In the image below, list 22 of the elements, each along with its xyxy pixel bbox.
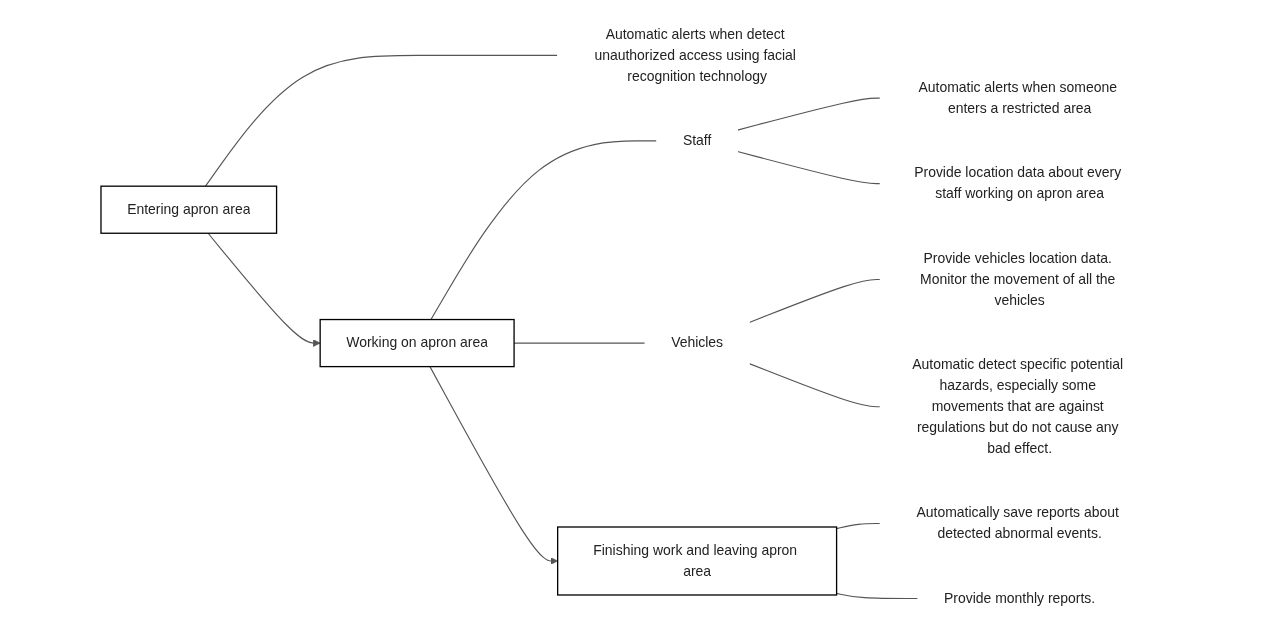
node-text: Provide monthly reports. (944, 590, 1096, 606)
node-text: Staff (683, 133, 712, 148)
node-text: Automatic detect specific potential hazards, especially some movements that are against regulations but do not cause any bad effect. (912, 357, 1124, 456)
node-text: Provide location data about every staff working on apron area (914, 165, 1122, 201)
connector (430, 140, 658, 321)
node-text: Provide vehicles location data. Monitor the movement of all the vehicles (920, 250, 1116, 308)
connector (749, 278, 882, 324)
connector (836, 522, 882, 530)
node-box: Working on apron area (319, 318, 516, 368)
connector (737, 97, 882, 131)
arrow (429, 366, 559, 565)
node-text: Automatic alerts when someone enters a restricted area (918, 79, 1118, 116)
node-text: Automatically save reports about detected abnormal events. (916, 505, 1120, 541)
connector (737, 150, 882, 185)
arrow (208, 232, 321, 347)
node-box: Entering apron area (100, 185, 278, 234)
connector (749, 363, 882, 408)
node-box: Finishing work and leaving apron area (557, 526, 838, 596)
connector (836, 592, 919, 600)
connector (205, 54, 559, 187)
node-text: Automatic alerts when detect unauthorized access using facial recognition technology (594, 26, 797, 84)
node-text: Vehicles (671, 335, 724, 351)
